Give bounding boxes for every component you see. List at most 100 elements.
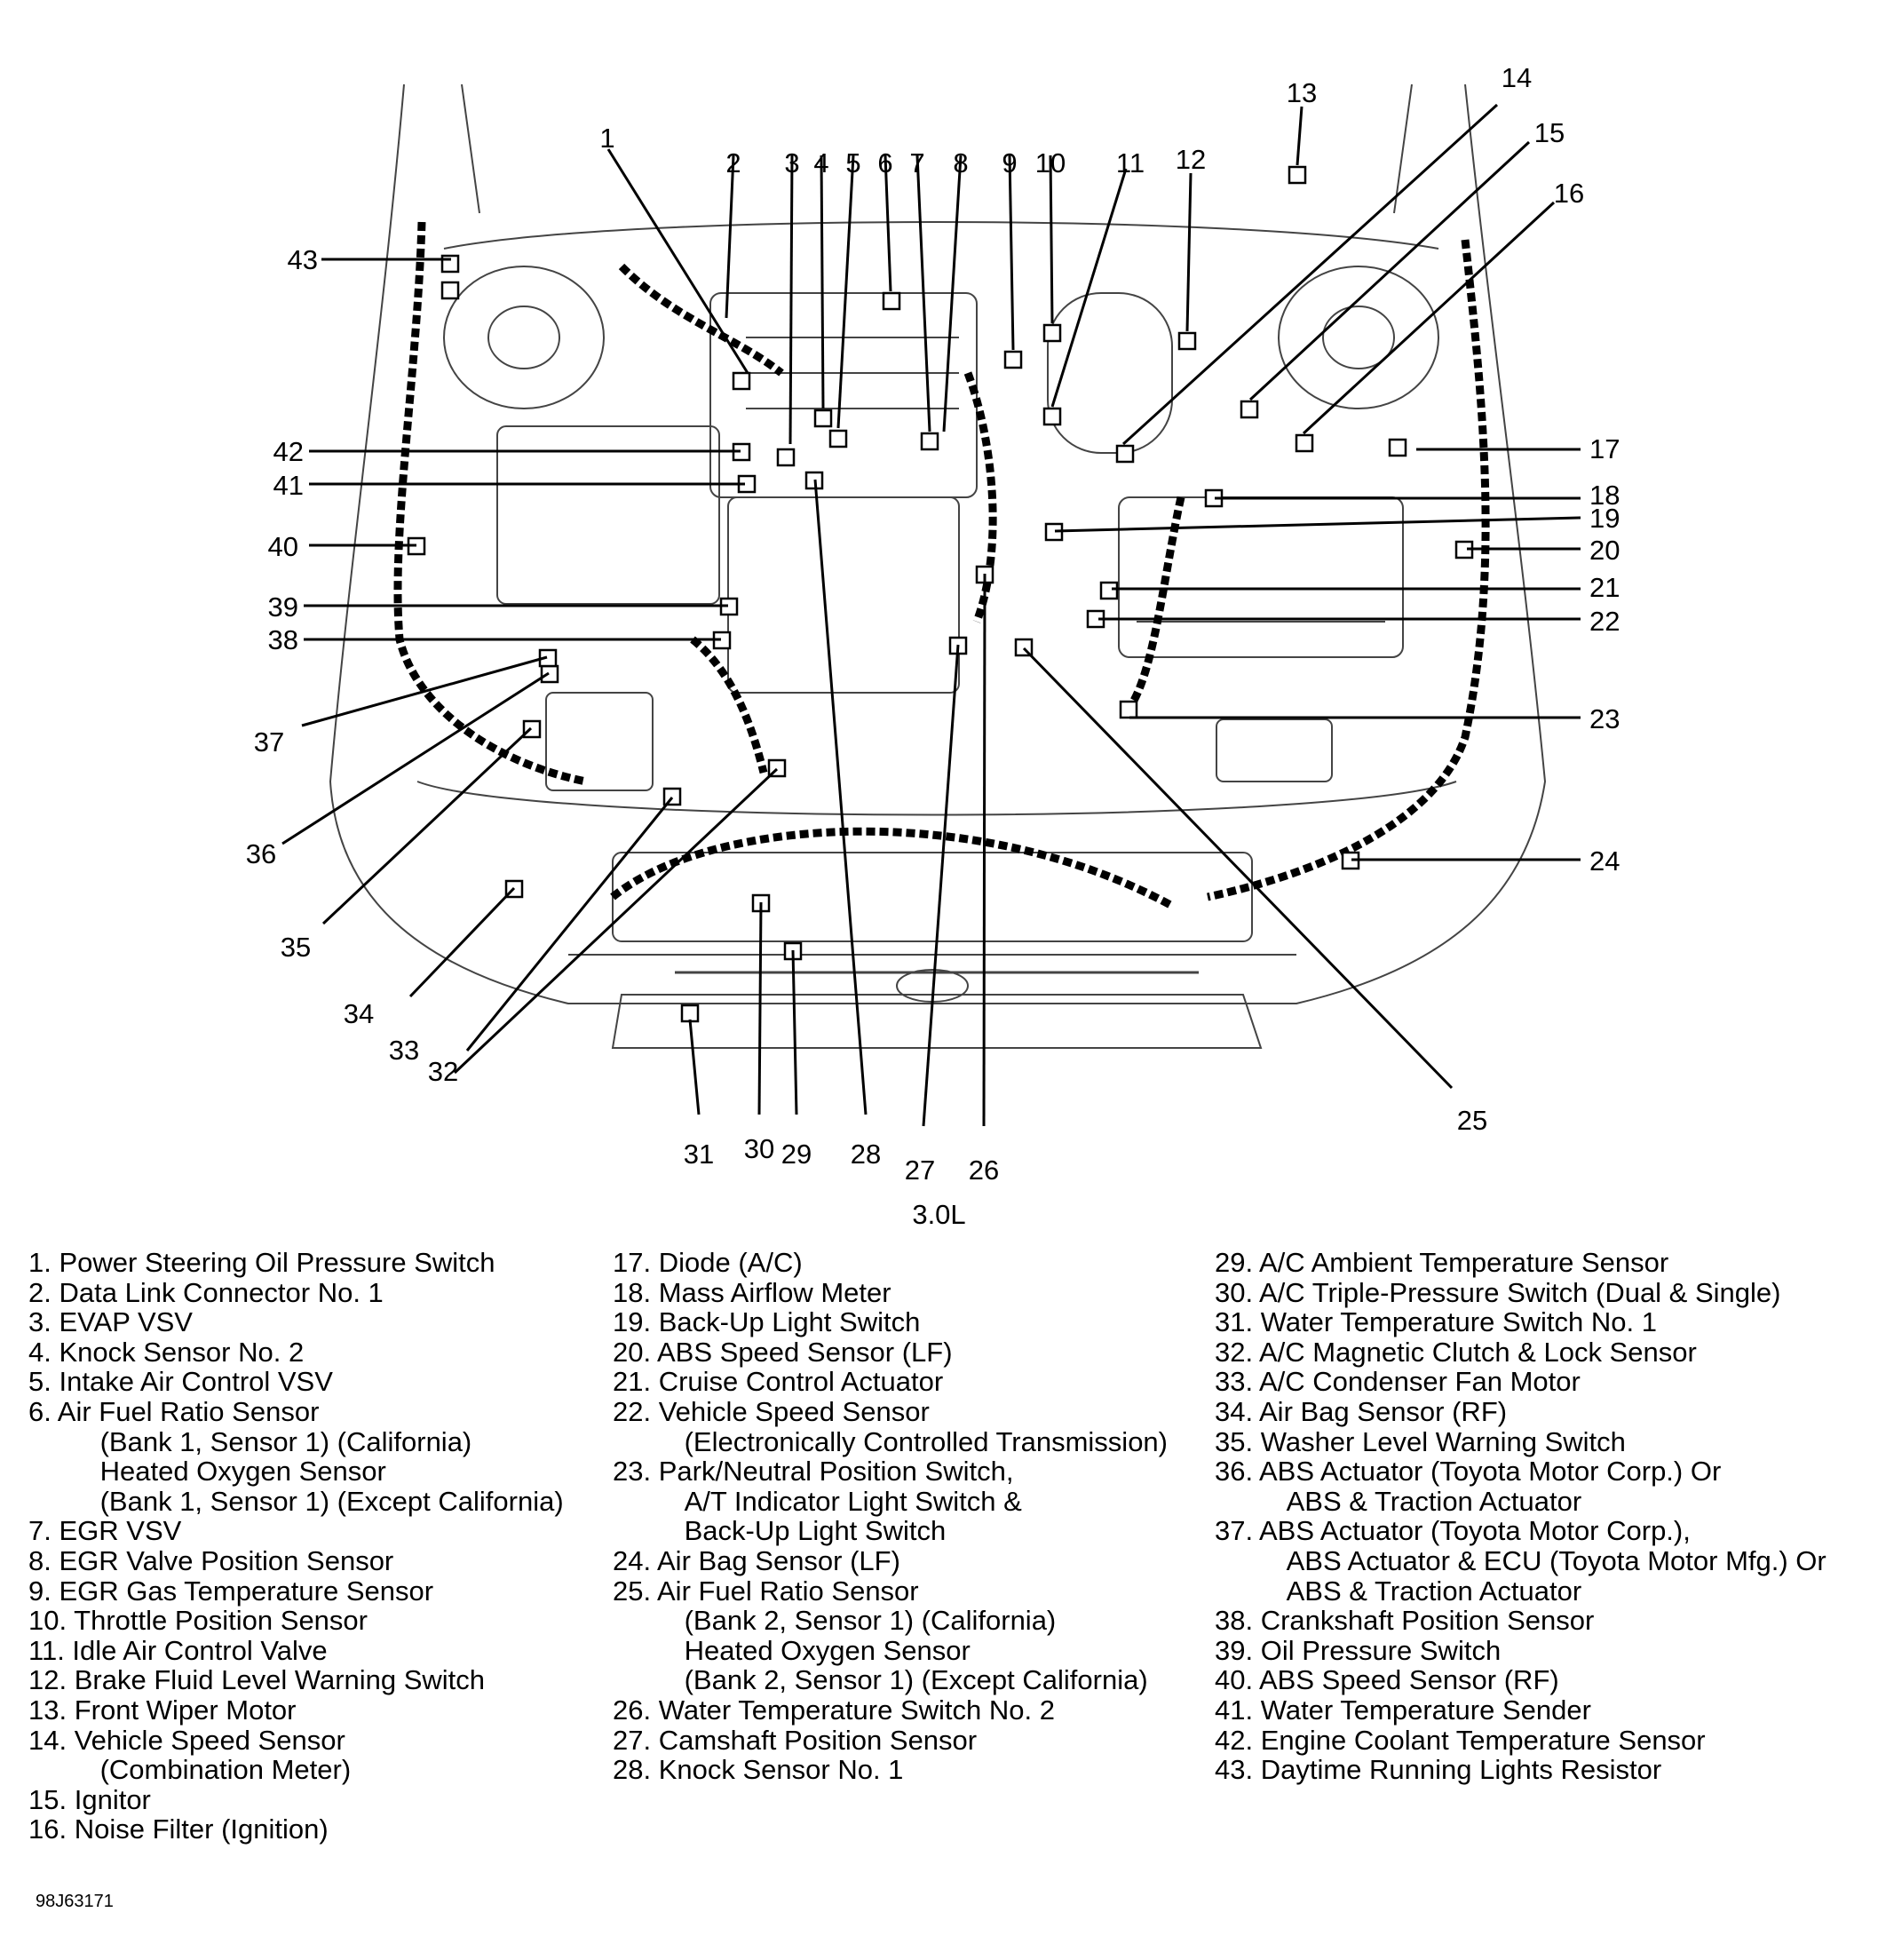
legend-text: Knock Sensor No. 1 [658,1754,904,1786]
legend-number: 19 [613,1306,644,1338]
legend-number: 28 [613,1754,644,1786]
legend-number: 31 [1215,1306,1246,1338]
legend-text: Power Steering Oil Pressure Switch [59,1247,495,1278]
legend-item-13: 13. Front Wiper Motor [28,1695,564,1726]
callout-19: 19 [1589,503,1620,534]
callout-6: 6 [877,147,892,179]
legend-number: 15 [28,1783,59,1815]
legend-text: Mass Airflow Meter [658,1276,891,1308]
legend-number: 42 [1215,1724,1246,1756]
legend-line: 28. Knock Sensor No. 1 [613,1754,904,1786]
legend-line-continued: Back-Up Light Switch [684,1515,947,1547]
legend-text: Diode (A/C) [658,1247,803,1278]
legend-item-43: 43. Daytime Running Lights Resistor [1215,1755,1826,1785]
legend-item-25: 25. Air Fuel Ratio Sensor(Bank 2, Sensor… [613,1575,1168,1695]
legend-text: EGR Valve Position Sensor [59,1544,394,1576]
legend-number: 7 [28,1515,44,1547]
callout-1: 1 [599,123,614,154]
legend-line-continued: (Bank 2, Sensor 1) (California) [684,1605,1057,1637]
legend-number: 30 [1215,1276,1246,1308]
legend-line: 1. Power Steering Oil Pressure Switch [28,1247,495,1278]
legend-text: Data Link Connector No. 1 [59,1276,384,1308]
legend-number: 13 [28,1694,59,1726]
legend-text: A/C Ambient Temperature Sensor [1259,1247,1669,1278]
callout-43: 43 [288,244,318,275]
legend-number: 34 [1215,1395,1246,1427]
legend-item-23: 23. Park/Neutral Position Switch,A/T Ind… [613,1456,1168,1546]
legend-number: 20 [613,1336,644,1368]
legend-line: 3. EVAP VSV [28,1306,193,1338]
legend-text: Throttle Position Sensor [74,1605,368,1637]
legend-item-7: 7. EGR VSV [28,1516,564,1546]
legend-line: 9. EGR Gas Temperature Sensor [28,1575,434,1607]
legend-line-continued: (Combination Meter) [99,1754,352,1786]
legend-number: 33 [1215,1366,1246,1398]
callout-10: 10 [1035,147,1066,179]
legend-text: Knock Sensor No. 2 [59,1336,305,1368]
callout-18: 18 [1589,480,1620,511]
callout-29: 29 [781,1139,812,1170]
legend-text: Vehicle Speed Sensor [74,1724,345,1756]
legend-text: ABS Speed Sensor (LF) [657,1336,953,1368]
legend-line: 16. Noise Filter (Ignition) [28,1813,329,1845]
callout-5: 5 [845,147,860,179]
legend-number: 38 [1215,1605,1246,1637]
legend-number: 5 [28,1366,44,1398]
legend-line: 37. ABS Actuator (Toyota Motor Corp.), [1215,1515,1691,1547]
callout-39: 39 [268,591,298,623]
callout-28: 28 [851,1139,881,1170]
legend-text: Intake Air Control VSV [59,1366,333,1398]
legend-line: 23. Park/Neutral Position Switch, [613,1456,1014,1488]
legend-line: 7. EGR VSV [28,1515,182,1547]
legend-item-15: 15. Ignitor [28,1783,564,1815]
legend-item-12: 12. Brake Fluid Level Warning Switch [28,1665,564,1695]
legend-text: Air Fuel Ratio Sensor [57,1395,320,1427]
callout-21: 21 [1589,572,1620,603]
callout-9: 9 [1002,147,1017,179]
wire-harness [393,221,1490,909]
legend-line: 2. Data Link Connector No. 1 [28,1276,384,1308]
legend-item-4: 4. Knock Sensor No. 2 [28,1337,564,1368]
legend-text: Water Temperature Switch No. 1 [1260,1306,1657,1338]
legend-text: ABS Actuator (Toyota Motor Corp.) Or [1259,1456,1722,1488]
legend-number: 37 [1215,1515,1246,1547]
legend-number: 27 [613,1724,644,1756]
legend-number: 41 [1215,1694,1246,1726]
vehicle-outline [329,83,1547,1049]
legend-number: 18 [613,1276,644,1308]
legend-line: 19. Back-Up Light Switch [613,1306,921,1338]
callout-8: 8 [953,147,968,179]
legend-item-34: 34. Air Bag Sensor (RF) [1215,1397,1826,1427]
legend-number: 40 [1215,1664,1246,1696]
callout-2: 2 [725,147,741,179]
legend-line: 15. Ignitor [28,1783,151,1815]
legend-line-continued: ABS Actuator & ECU (Toyota Motor Mfg.) O… [1286,1544,1826,1576]
legend-text: Water Temperature Sender [1260,1694,1591,1726]
legend-line: 26. Water Temperature Switch No. 2 [613,1694,1055,1726]
legend-number: 3 [28,1306,44,1338]
legend-item-26: 26. Water Temperature Switch No. 2 [613,1695,1168,1726]
legend-number: 6 [28,1395,44,1427]
callout-30: 30 [744,1133,774,1164]
legend-text: Cruise Control Actuator [658,1366,944,1398]
callout-14: 14 [1502,62,1532,93]
legend-number: 25 [613,1575,644,1607]
legend-text: ABS Speed Sensor (RF) [1259,1664,1559,1696]
legend-line: 10. Throttle Position Sensor [28,1605,368,1637]
legend-number: 4 [28,1336,44,1368]
callout-3: 3 [784,147,799,179]
legend-text: Washer Level Warning Switch [1260,1425,1626,1457]
legend-line: 11. Idle Air Control Valve [28,1634,328,1666]
callout-20: 20 [1589,535,1620,566]
legend-line: 24. Air Bag Sensor (LF) [613,1544,900,1576]
legend-item-3: 3. EVAP VSV [28,1307,564,1337]
callout-7: 7 [909,147,924,179]
legend-line: 31. Water Temperature Switch No. 1 [1215,1306,1657,1338]
legend-item-20: 20. ABS Speed Sensor (LF) [613,1337,1168,1368]
callout-37: 37 [254,726,284,758]
legend-item-17: 17. Diode (A/C) [613,1248,1168,1278]
legend-number: 16 [28,1813,59,1845]
legend-item-32: 32. A/C Magnetic Clutch & Lock Sensor [1215,1337,1826,1368]
legend-item-18: 18. Mass Airflow Meter [613,1276,1168,1308]
legend-item-1: 1. Power Steering Oil Pressure Switch [28,1248,564,1278]
